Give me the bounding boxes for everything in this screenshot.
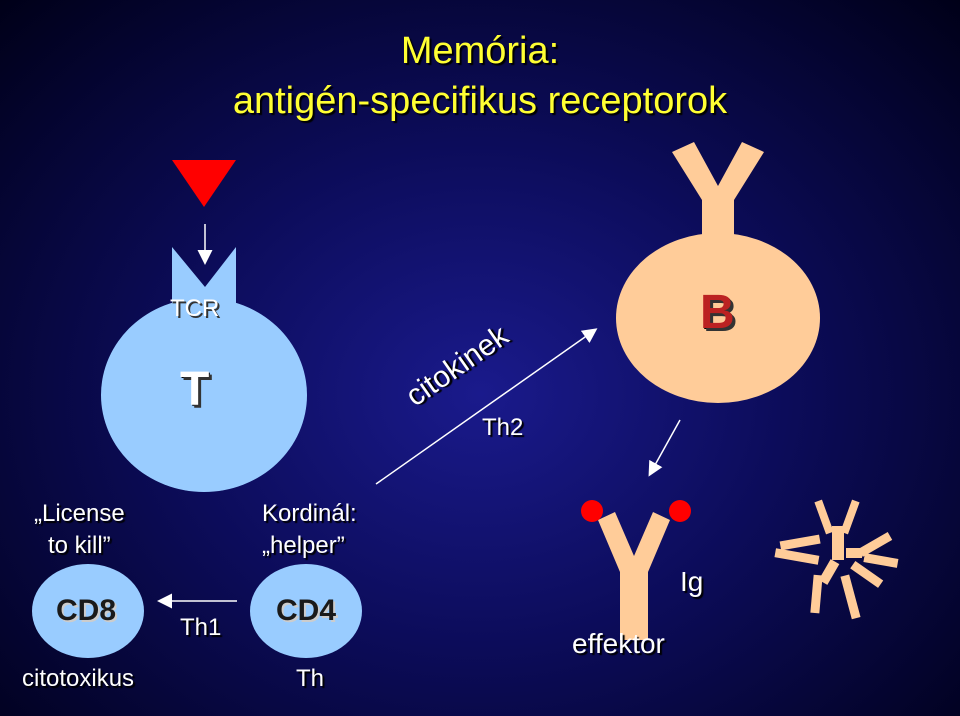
title-line-2: antigén-specifikus receptorok [232,80,728,122]
cd8-quote-line2: to kill” [48,532,111,559]
b-cell-letter: B [700,286,735,339]
th2-label: Th2 [482,414,524,441]
ig-label: Ig [680,566,704,597]
cd8-quote-line1: „License [34,500,125,527]
effector-label: effektor [572,628,665,659]
cd4-cell [250,564,362,658]
cd4-line1: Kordinál: [262,500,357,527]
effector-antigen-left [581,500,603,522]
tcr-label: TCR [170,295,220,322]
effector-antibody [598,512,670,640]
t-cell-letter: T [180,363,210,416]
cd4-subtitle: Th [296,665,325,692]
cd8-label: CD8 [56,594,117,627]
cd4-label: CD4 [276,594,337,627]
t-cell-body [101,298,307,492]
effector-antigen-right [669,500,691,522]
b-cell-body [616,233,820,403]
th1-label: Th1 [180,614,222,641]
cd8-subtitle: citotoxikus [22,665,135,692]
cd8-cell [32,564,144,658]
antigen-triangle [172,160,236,207]
cd4-line2: „helper” [262,532,345,559]
b-to-effector-arrow [648,419,681,477]
pentamer-antibody [774,499,899,620]
title-line-1: Memória: [400,30,560,72]
cytokine-arrow [375,328,598,485]
bcr-receptor [672,142,764,240]
